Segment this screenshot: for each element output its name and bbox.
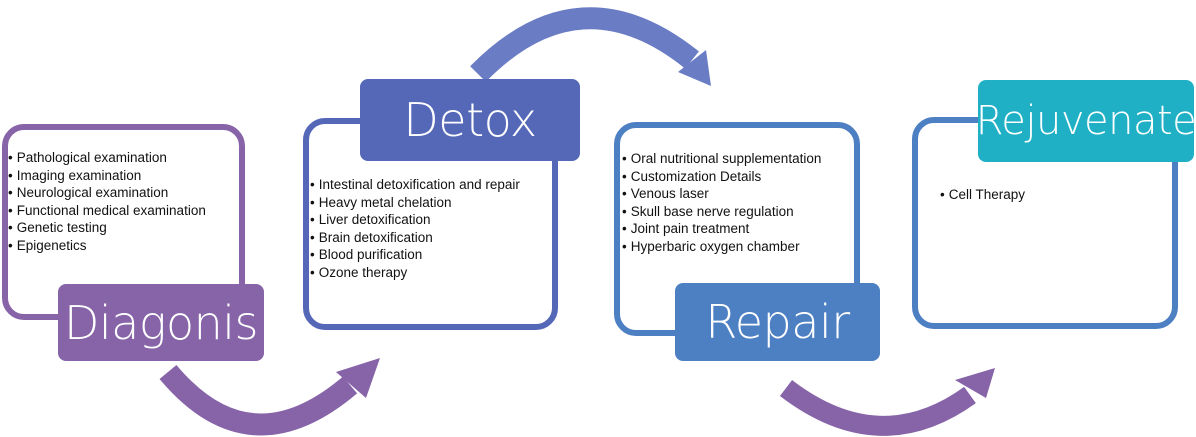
- stage-title: Repair: [675, 283, 880, 361]
- list-item: Hyperbaric oxygen chamber: [622, 238, 821, 256]
- list-item: Blood purification: [310, 246, 520, 264]
- curved-arrow-diagnosis-to-detox-icon: [159, 358, 380, 436]
- list-item: Heavy metal chelation: [310, 194, 520, 212]
- list-item: Customization Details: [622, 168, 821, 186]
- list-item: Liver detoxification: [310, 211, 520, 229]
- list-item: Venous laser: [622, 185, 821, 203]
- list-item: Skull base nerve regulation: [622, 203, 821, 221]
- curved-arrow-detox-to-repair-icon: [470, 7, 711, 86]
- list-item: Imaging examination: [8, 167, 206, 185]
- list-item: Genetic testing: [8, 219, 206, 237]
- stage-title: Detox: [360, 79, 580, 161]
- stage-title: Diagonis: [58, 284, 264, 361]
- list-item: Brain detoxification: [310, 229, 520, 247]
- curved-arrow-repair-to-rejuvenate-icon: [779, 368, 995, 436]
- list-item: Pathological examination: [8, 149, 206, 167]
- list-item: Oral nutritional supplementation: [622, 150, 822, 168]
- list-item: Intestinal detoxification and repair: [310, 176, 520, 194]
- item-list: Oral nutritional supplementation Customi…: [622, 150, 822, 256]
- list-item: Functional medical examination: [8, 202, 206, 220]
- item-list: Intestinal detoxification and repair Hea…: [310, 176, 520, 281]
- list-item: Neurological examination: [8, 184, 206, 202]
- list-item: Epigenetics: [8, 237, 206, 255]
- list-item: Ozone therapy: [310, 264, 520, 282]
- list-item: Joint pain treatment: [622, 220, 821, 238]
- item-list: Pathological examination Imaging examina…: [8, 149, 206, 254]
- item-list: Cell Therapy: [940, 186, 1025, 204]
- stage-title: Rejuvenate: [976, 80, 1196, 162]
- list-item: Cell Therapy: [940, 186, 1025, 204]
